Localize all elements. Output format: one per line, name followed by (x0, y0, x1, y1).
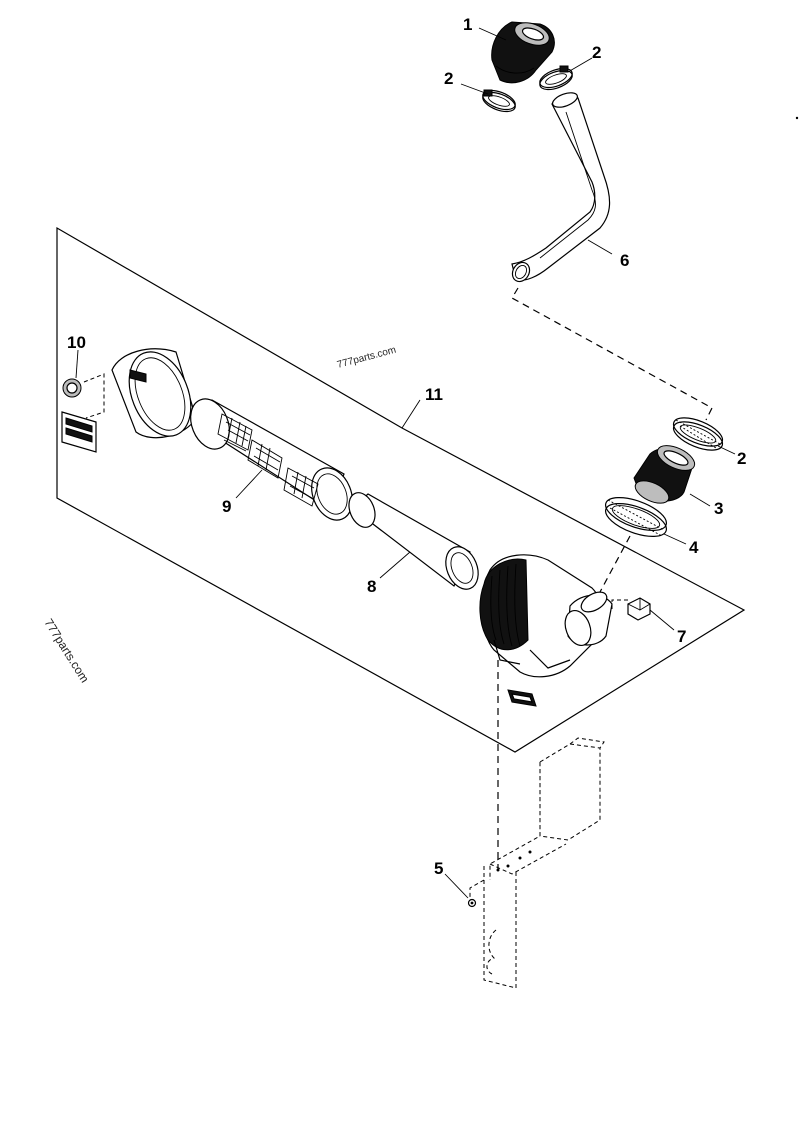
watermark-center: 777parts.com (336, 345, 397, 371)
indicator-bracket (61, 411, 97, 453)
end-cover-part (111, 348, 197, 439)
mounting-bracket-part (483, 737, 605, 989)
hose-clamp-inlet-upper (672, 417, 724, 451)
secondary-filter-element-part (348, 492, 479, 590)
callout-1: 1 (463, 15, 472, 34)
callout-2-top-right: 2 (592, 43, 601, 62)
restriction-indicator-part (61, 373, 105, 453)
callout-6: 6 (620, 251, 629, 270)
callout-7: 7 (677, 627, 686, 646)
callout-10: 10 (67, 333, 86, 352)
sensor-fitting-part (611, 597, 651, 621)
tube-to-inlet-dashed-path (511, 287, 713, 421)
primary-filter-element-part (190, 398, 353, 521)
air-cleaner-housing-part (479, 554, 613, 678)
callout-5: 5 (434, 859, 443, 878)
callout-8: 8 (367, 577, 376, 596)
elbow-hose-part (491, 21, 555, 84)
callout-3: 3 (714, 499, 723, 518)
callout-labels: 1 2 2 2 3 4 5 6 7 8 9 10 11 (67, 15, 746, 878)
nut-part (467, 879, 485, 908)
vacuator-valve-part (507, 689, 537, 707)
intake-tube-part (511, 92, 611, 283)
clamp-to-housing-dashed-path (599, 535, 631, 593)
watermark-left: 777parts.com (41, 616, 91, 685)
callout-4: 4 (689, 538, 699, 557)
callout-9: 9 (222, 497, 231, 516)
inlet-boot-part (633, 445, 696, 504)
hose-clamp-top-right (539, 65, 573, 91)
callout-11: 11 (425, 385, 443, 404)
callout-2-inlet: 2 (737, 449, 746, 468)
hose-clamp-top-left (482, 89, 516, 113)
speck-mark (795, 116, 799, 120)
hose-clamp-inlet-lower (605, 496, 667, 538)
leader-lines (75, 27, 736, 899)
callout-2-top-left: 2 (444, 69, 453, 88)
assembly-panel-outline (56, 226, 746, 753)
filter-mesh (217, 413, 319, 507)
